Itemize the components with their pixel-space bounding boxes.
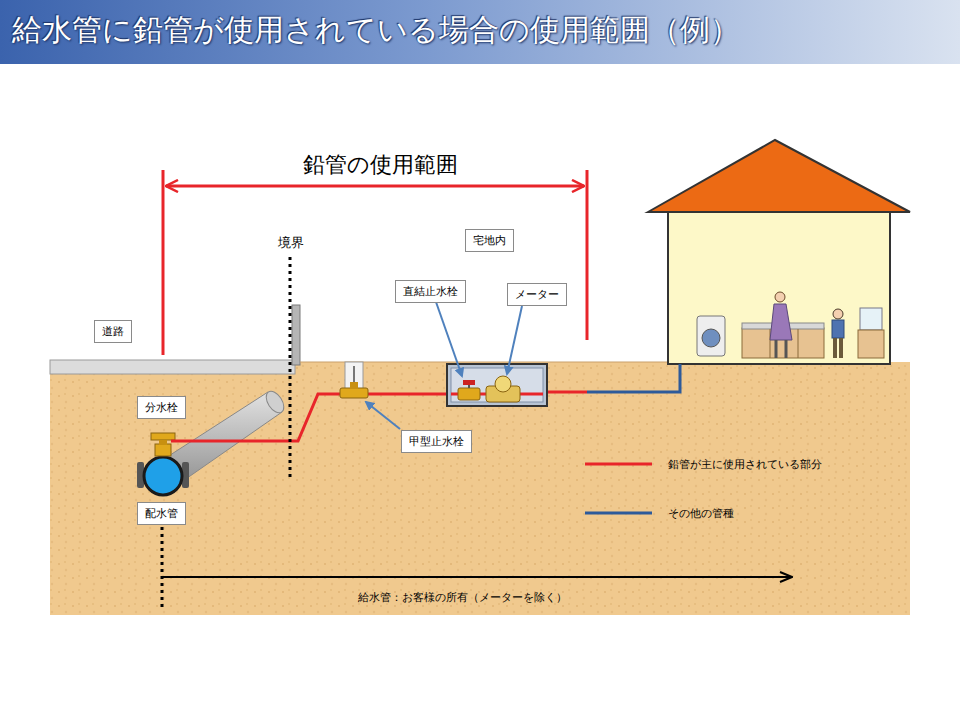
callout-box: メーター (507, 283, 567, 306)
legend-text: その他の管種 (668, 506, 734, 521)
box-text: 甲型止水栓 (409, 435, 464, 448)
callout-box: 直結止水栓 (395, 280, 466, 303)
legend-text: 鉛管が主に使用されている部分 (668, 457, 822, 472)
range-label: 鉛管の使用範囲 (303, 150, 458, 180)
box-text: 宅地内 (473, 234, 506, 247)
callout-box: 甲型止水栓 (401, 430, 472, 453)
box-text: メーター (515, 288, 559, 301)
ownership-label: 給水管：お客様の所有（メーターを除く） (358, 590, 567, 605)
box-text: 配水管 (145, 507, 178, 520)
box-text: 道路 (102, 325, 124, 338)
callout-box: 配水管 (137, 502, 186, 525)
callout-box: 分水栓 (137, 396, 186, 419)
legend-sample (585, 463, 652, 466)
page-title: 給水管に鉛管が使用されている場合の使用範囲（例） (12, 10, 740, 51)
box-text: 直結止水栓 (403, 285, 458, 298)
legend-sample (585, 512, 652, 515)
boundary-label: 境界 (278, 234, 304, 252)
label-box: 道路 (94, 320, 132, 343)
label-box: 宅地内 (465, 229, 514, 252)
box-text: 分水栓 (145, 401, 178, 414)
